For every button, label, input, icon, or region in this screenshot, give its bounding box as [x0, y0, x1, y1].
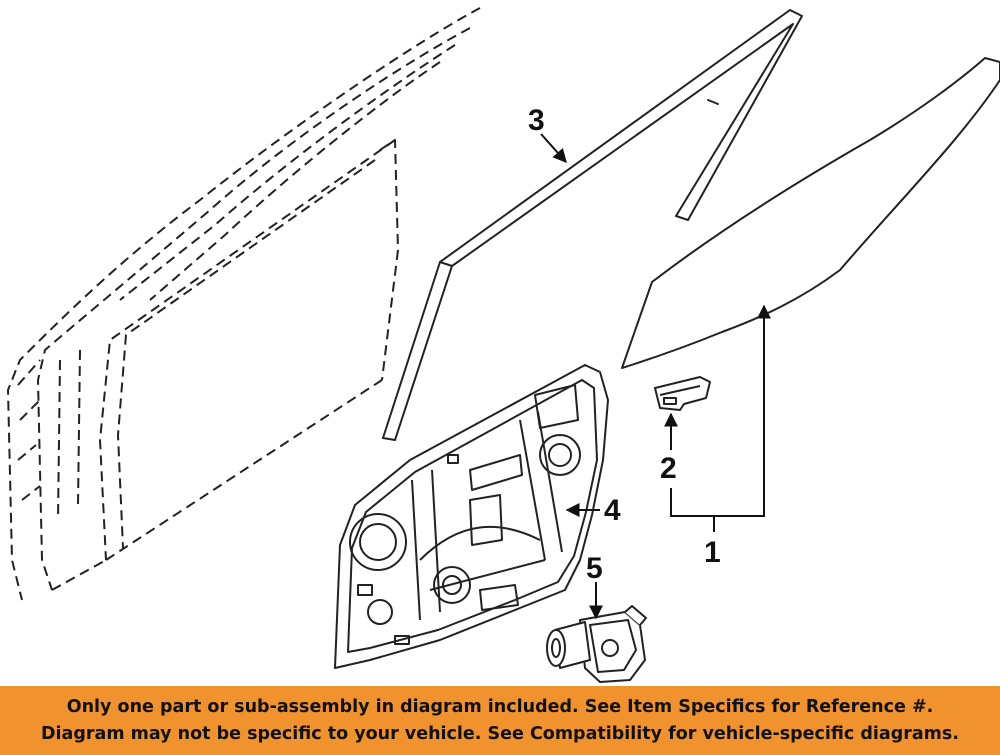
callout-1: 1 [704, 536, 721, 569]
callout-4: 4 [604, 494, 621, 527]
callout-5: 5 [586, 552, 603, 585]
parts-diagram: 3 4 5 2 1 [7, 7, 1000, 683]
banner-line-2: Diagram may not be specific to your vehi… [41, 723, 959, 744]
door-shell-outline-icon [7, 7, 481, 601]
leader-lines [540, 133, 771, 620]
window-regulator-icon [334, 364, 609, 669]
disclaimer-banner: Only one part or sub-assembly in diagram… [0, 686, 1000, 755]
banner-line-1: Only one part or sub-assembly in diagram… [66, 696, 934, 717]
leader-line-3 [540, 133, 567, 164]
door-glass-icon [621, 57, 1000, 369]
callout-2: 2 [660, 452, 677, 485]
leader-line-1 [670, 304, 771, 517]
glass-clip-icon [654, 376, 711, 411]
run-channel-icon [382, 9, 803, 441]
regulator-motor-icon [546, 605, 647, 683]
callout-3: 3 [528, 104, 545, 137]
